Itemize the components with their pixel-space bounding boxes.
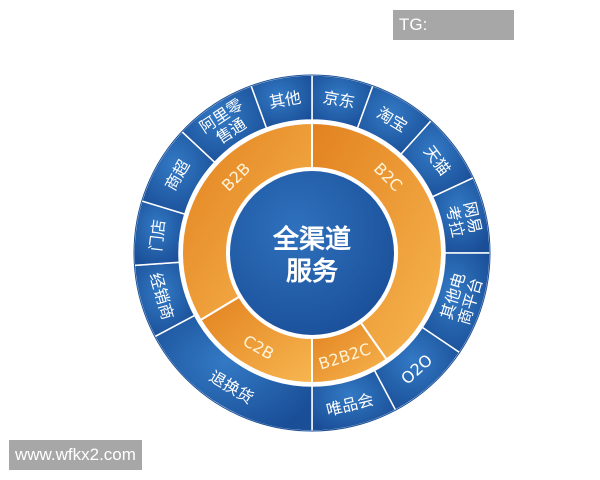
watermark-top-right: TG: MYYJJPP [393,10,514,64]
inner-segment-b2c: B2C [311,121,443,361]
center-title-line2: 服务 [286,257,338,287]
watermark-bottom-left: www.wfkx2.com [9,440,142,470]
inner-segment-b2b: B2B [181,121,313,322]
outer-segment: 淘宝 [356,84,433,156]
outer-ring-edge [133,74,491,432]
outer-segment: O2O [373,326,461,412]
inner-segment-b2b2c: B2B2C [311,321,388,385]
outer-segment: 唯品会 [311,369,397,432]
center-title-line1: 全渠道 [272,224,351,255]
outer-segment-label: 门店 [146,218,169,252]
center-circle [230,171,394,335]
